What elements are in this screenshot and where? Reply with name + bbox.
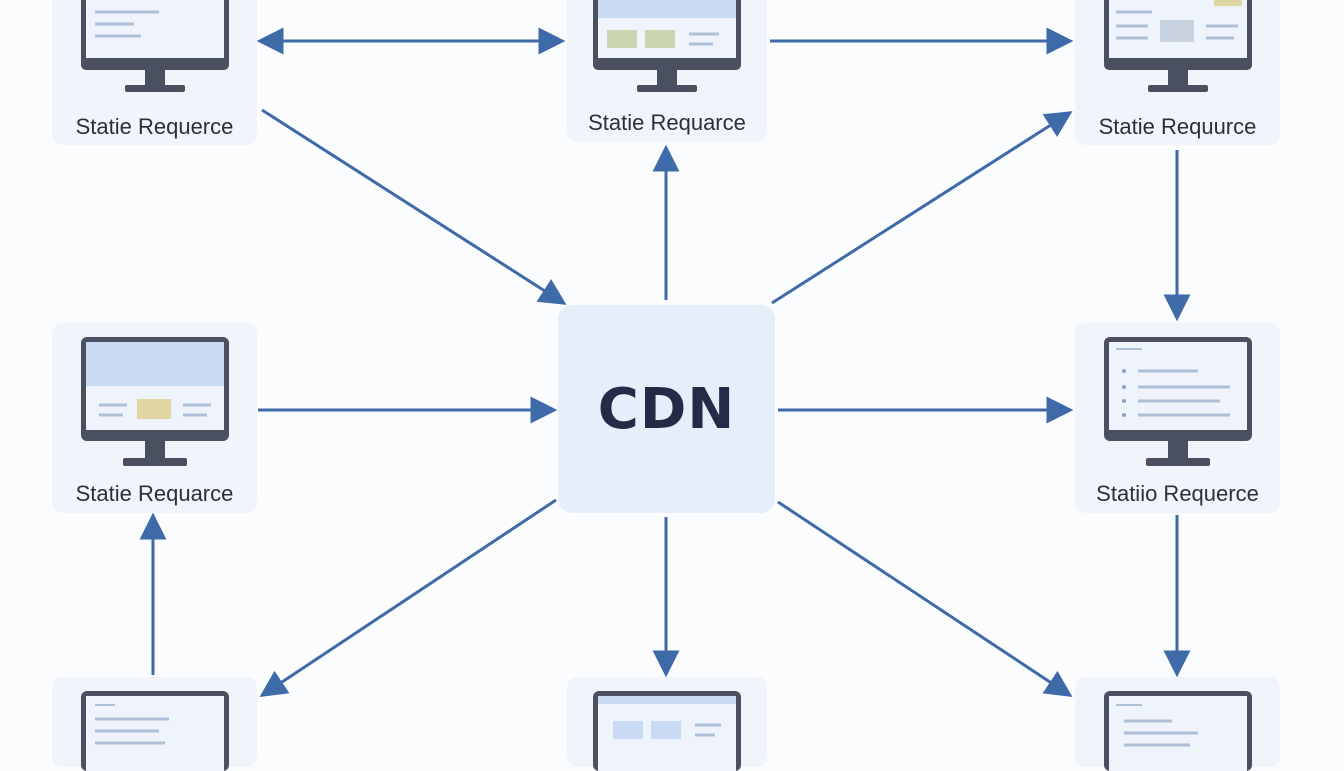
monitor-icon [1103, 337, 1252, 466]
node-label: Statiio Requerce [1096, 481, 1259, 506]
node-top-center: Statie Requarce [567, 0, 767, 142]
cdn-node: CDN [558, 305, 775, 513]
monitor-icon [1103, 0, 1252, 92]
arrow-cdn-bottomleft [259, 498, 557, 697]
node-bottom-right [1075, 677, 1280, 771]
connection-arrows [139, 27, 1191, 697]
node-top-right: Statie Requurce [1075, 0, 1280, 145]
node-mid-right: Statiio Requerce [1075, 323, 1280, 513]
node-bottom-center [567, 677, 767, 771]
node-label: Statie Requerce [75, 114, 234, 139]
node-label: Statie Requarce [75, 481, 234, 506]
monitor-icon [593, 0, 741, 92]
cdn-label: CDN [597, 376, 736, 442]
node-top-left: Statie Requerce [52, 0, 257, 145]
arrow-cdn-topright [771, 111, 1073, 305]
monitor-icon [1103, 691, 1252, 771]
monitor-icon [80, 337, 229, 466]
node-label: Statie Requarce [588, 110, 746, 135]
monitor-icon [80, 0, 229, 92]
node-bottom-left [52, 677, 257, 771]
monitor-icon [593, 691, 741, 771]
monitor-icon [80, 691, 229, 771]
node-mid-left: Statie Requarce [52, 323, 257, 513]
arrow-topleft-cdn [261, 108, 567, 305]
arrow-cdn-bottomright [777, 500, 1073, 697]
node-label: Statie Requurce [1098, 114, 1257, 139]
